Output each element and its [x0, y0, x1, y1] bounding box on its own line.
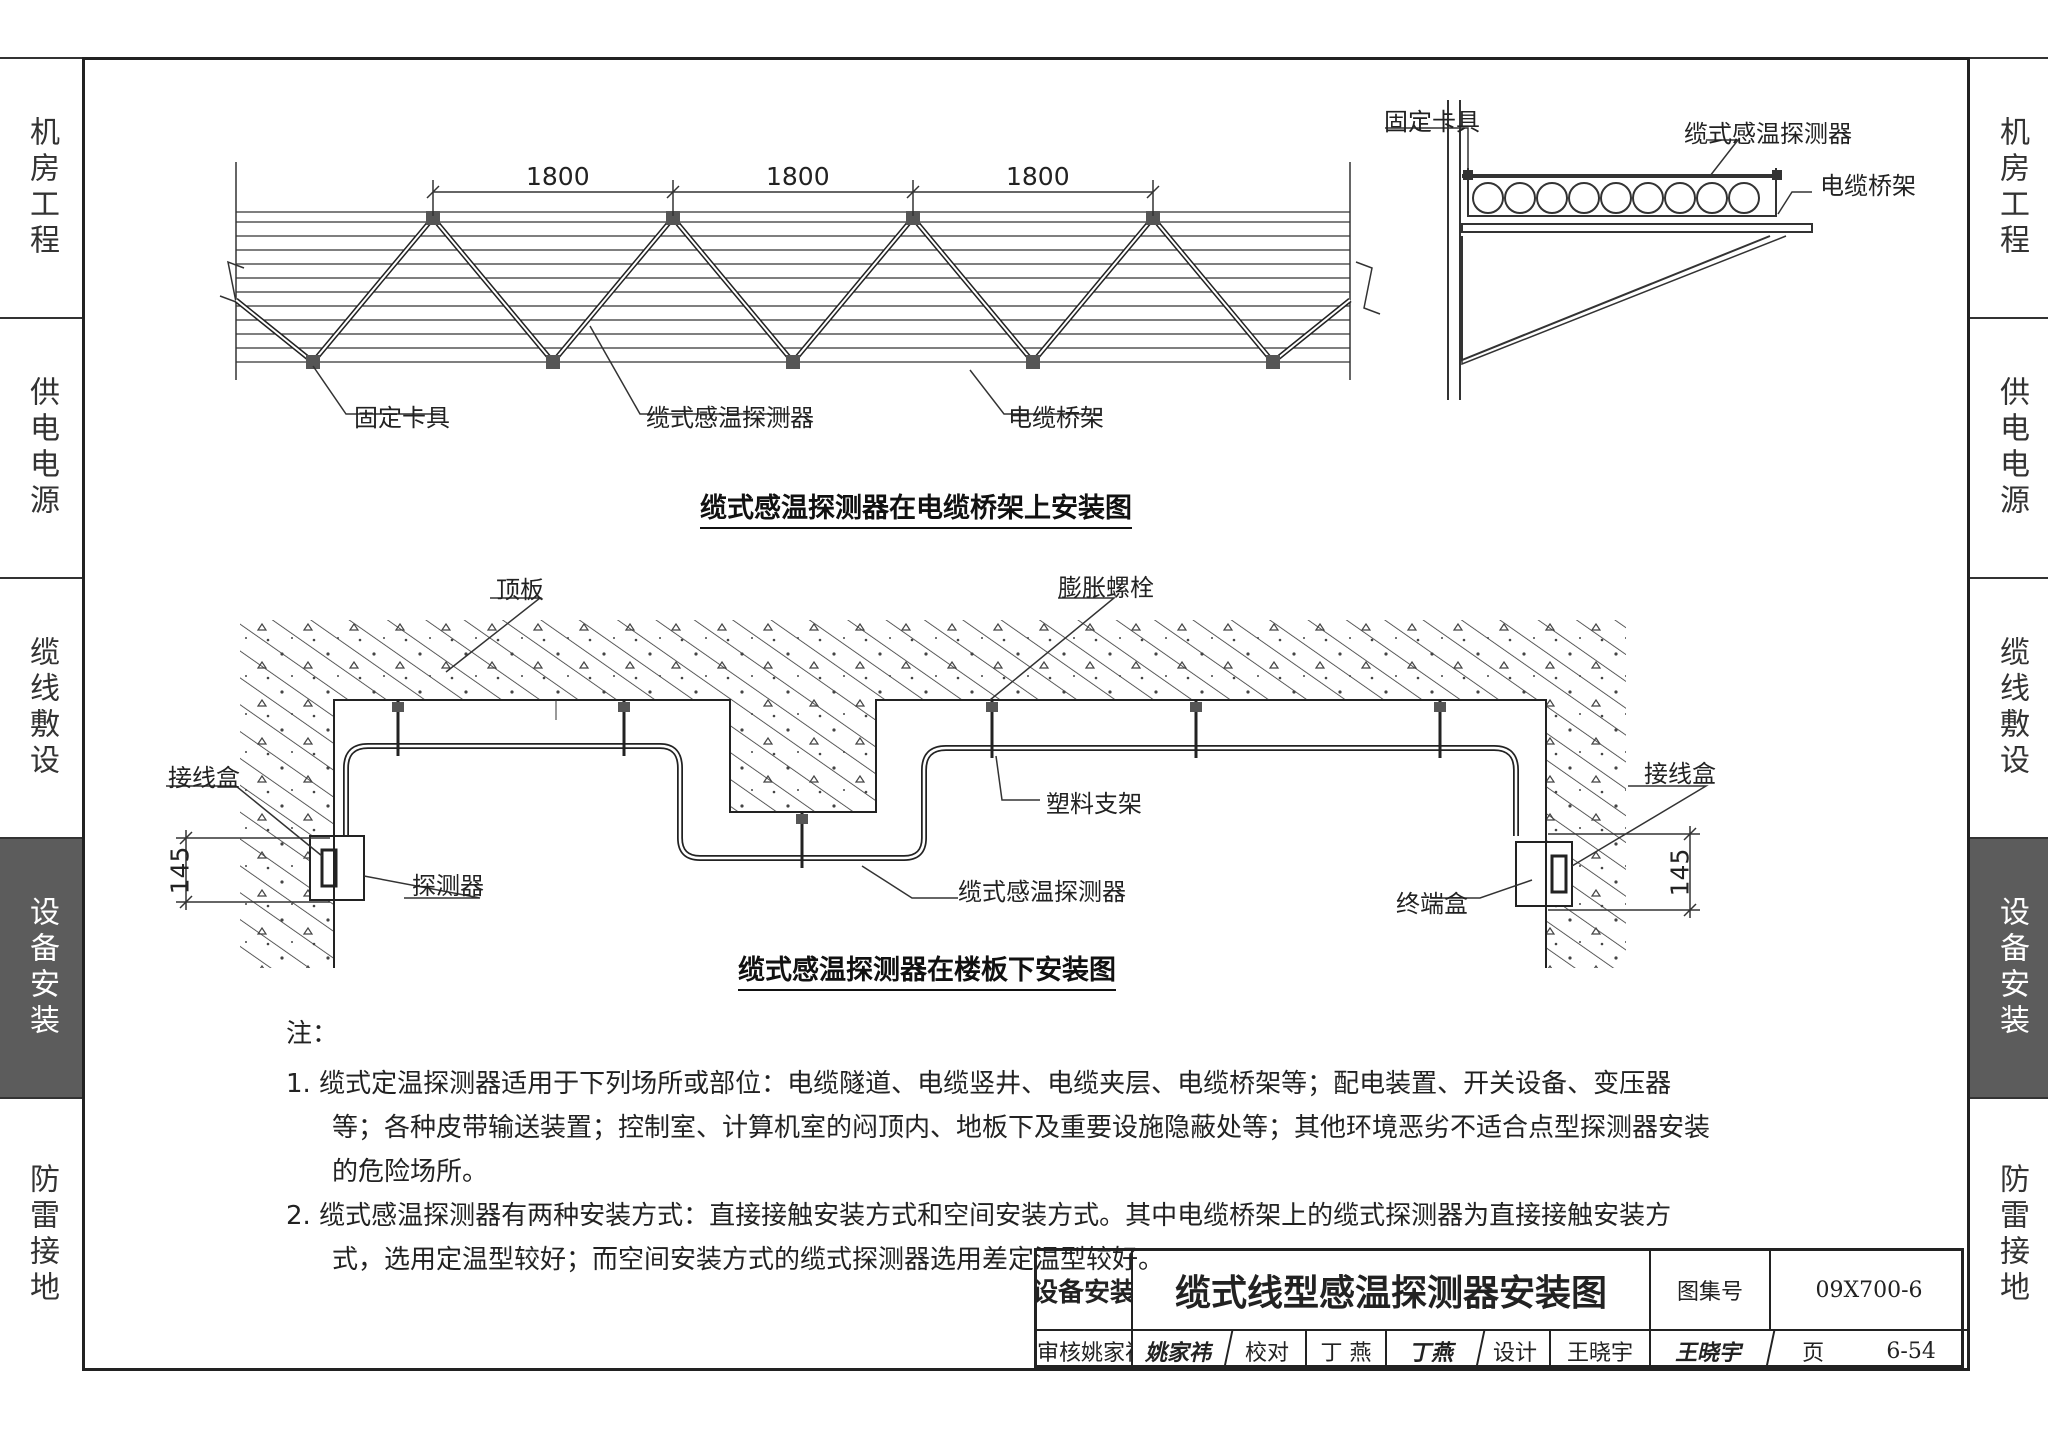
side-tab-equipment-install-right[interactable]: 设备安装 — [1970, 839, 2048, 1097]
tb-atlas-no: 09X700-6 — [1771, 1251, 1967, 1331]
label-support: 塑料支架 — [1046, 790, 1142, 818]
side-tab-lightning[interactable]: 防雷接地 — [24, 1163, 59, 1307]
side-tab-cabling-right[interactable]: 缆线敷设 — [1994, 636, 2029, 780]
dim-145-right: 145 — [1665, 848, 1695, 897]
side-tab-equipment-install[interactable]: 设备安装 — [0, 839, 82, 1097]
diagram1-title: 缆式感温探测器在电缆桥架上安装图 — [700, 486, 1132, 529]
dim-145-left: 145 — [165, 846, 195, 895]
left-sidebar: 机房工程 供电电源 缆线敷设 设备安装 防雷接地 — [0, 57, 82, 1371]
tb-section: 设备安装 — [1037, 1251, 1133, 1331]
tb-designer: 王晓宇 — [1551, 1331, 1651, 1371]
diagram1-tray-elevation — [219, 162, 1381, 415]
label-clamp: 固定卡具 — [354, 404, 450, 432]
side-tab-machine-room-right[interactable]: 机房工程 — [1994, 116, 2029, 260]
label-clamp-section: 固定卡具 — [1384, 108, 1480, 136]
side-tab-machine-room[interactable]: 机房工程 — [24, 116, 59, 260]
side-tab-power-supply-right[interactable]: 供电电源 — [1994, 376, 2029, 520]
tb-designer-signature: 王晓宇 — [1646, 1331, 1776, 1371]
tb-reviewer-signature: 姚家祎 — [1128, 1331, 1234, 1371]
tb-review-label: 审核姚家祎 — [1037, 1331, 1133, 1371]
dim-1800-c: 1800 — [1006, 162, 1070, 191]
drawing-frame — [82, 57, 1970, 1371]
title-block: 设备安装 缆式线型感温探测器安装图 图集号 09X700-6 审核姚家祎 姚家祎… — [1034, 1248, 1967, 1371]
notes: 注： 1. 缆式定温探测器适用于下列场所或部位：电缆隧道、电缆竖井、电缆夹层、电… — [286, 1012, 1716, 1282]
diagram2-tray-section — [1385, 100, 1813, 400]
side-tab-power-supply[interactable]: 供电电源 — [24, 376, 59, 520]
label-tray-section: 电缆桥架 — [1820, 172, 1916, 200]
tb-design-label: 设计 — [1481, 1331, 1551, 1371]
tb-drawing-title: 缆式线型感温探测器安装图 — [1133, 1251, 1651, 1331]
label-tray: 电缆桥架 — [1008, 404, 1104, 432]
label-detector: 缆式感温探测器 — [646, 404, 814, 432]
label-detector-unit: 探测器 — [412, 872, 484, 900]
tb-atlas-label: 图集号 — [1651, 1251, 1771, 1331]
label-slab: 顶板 — [496, 576, 544, 604]
side-tab-lightning-right[interactable]: 防雷接地 — [1994, 1163, 2029, 1307]
right-sidebar: 机房工程 供电电源 缆线敷设 设备安装 防雷接地 — [1970, 57, 2048, 1371]
label-junction-box-left: 接线盒 — [168, 764, 240, 792]
label-expansion-bolt: 膨胀螺栓 — [1058, 574, 1154, 602]
diagram3-under-slab — [166, 597, 1709, 968]
label-detector-cable: 缆式感温探测器 — [958, 878, 1126, 906]
label-detector-section: 缆式感温探测器 — [1684, 120, 1852, 148]
side-tab-cabling[interactable]: 缆线敷设 — [24, 636, 59, 780]
note-item-2: 2. 缆式感温探测器有两种安装方式：直接接触安装方式和空间安装方式。其中电缆桥架… — [286, 1201, 1672, 1275]
tb-check-label: 校对 — [1229, 1331, 1307, 1371]
note-item-1: 1. 缆式定温探测器适用于下列场所或部位：电缆隧道、电缆竖井、电缆夹层、电缆桥架… — [286, 1069, 1711, 1187]
diagram3-title: 缆式感温探测器在楼板下安装图 — [738, 948, 1116, 991]
label-junction-box-right: 接线盒 — [1644, 760, 1716, 788]
tb-checker-signature: 丁燕 — [1382, 1331, 1486, 1371]
label-end-box: 终端盒 — [1396, 890, 1468, 918]
notes-heading: 注： — [286, 1019, 339, 1049]
dim-1800-b: 1800 — [766, 162, 830, 191]
tb-checker: 丁 燕 — [1307, 1331, 1387, 1371]
dim-1800-a: 1800 — [526, 162, 590, 191]
